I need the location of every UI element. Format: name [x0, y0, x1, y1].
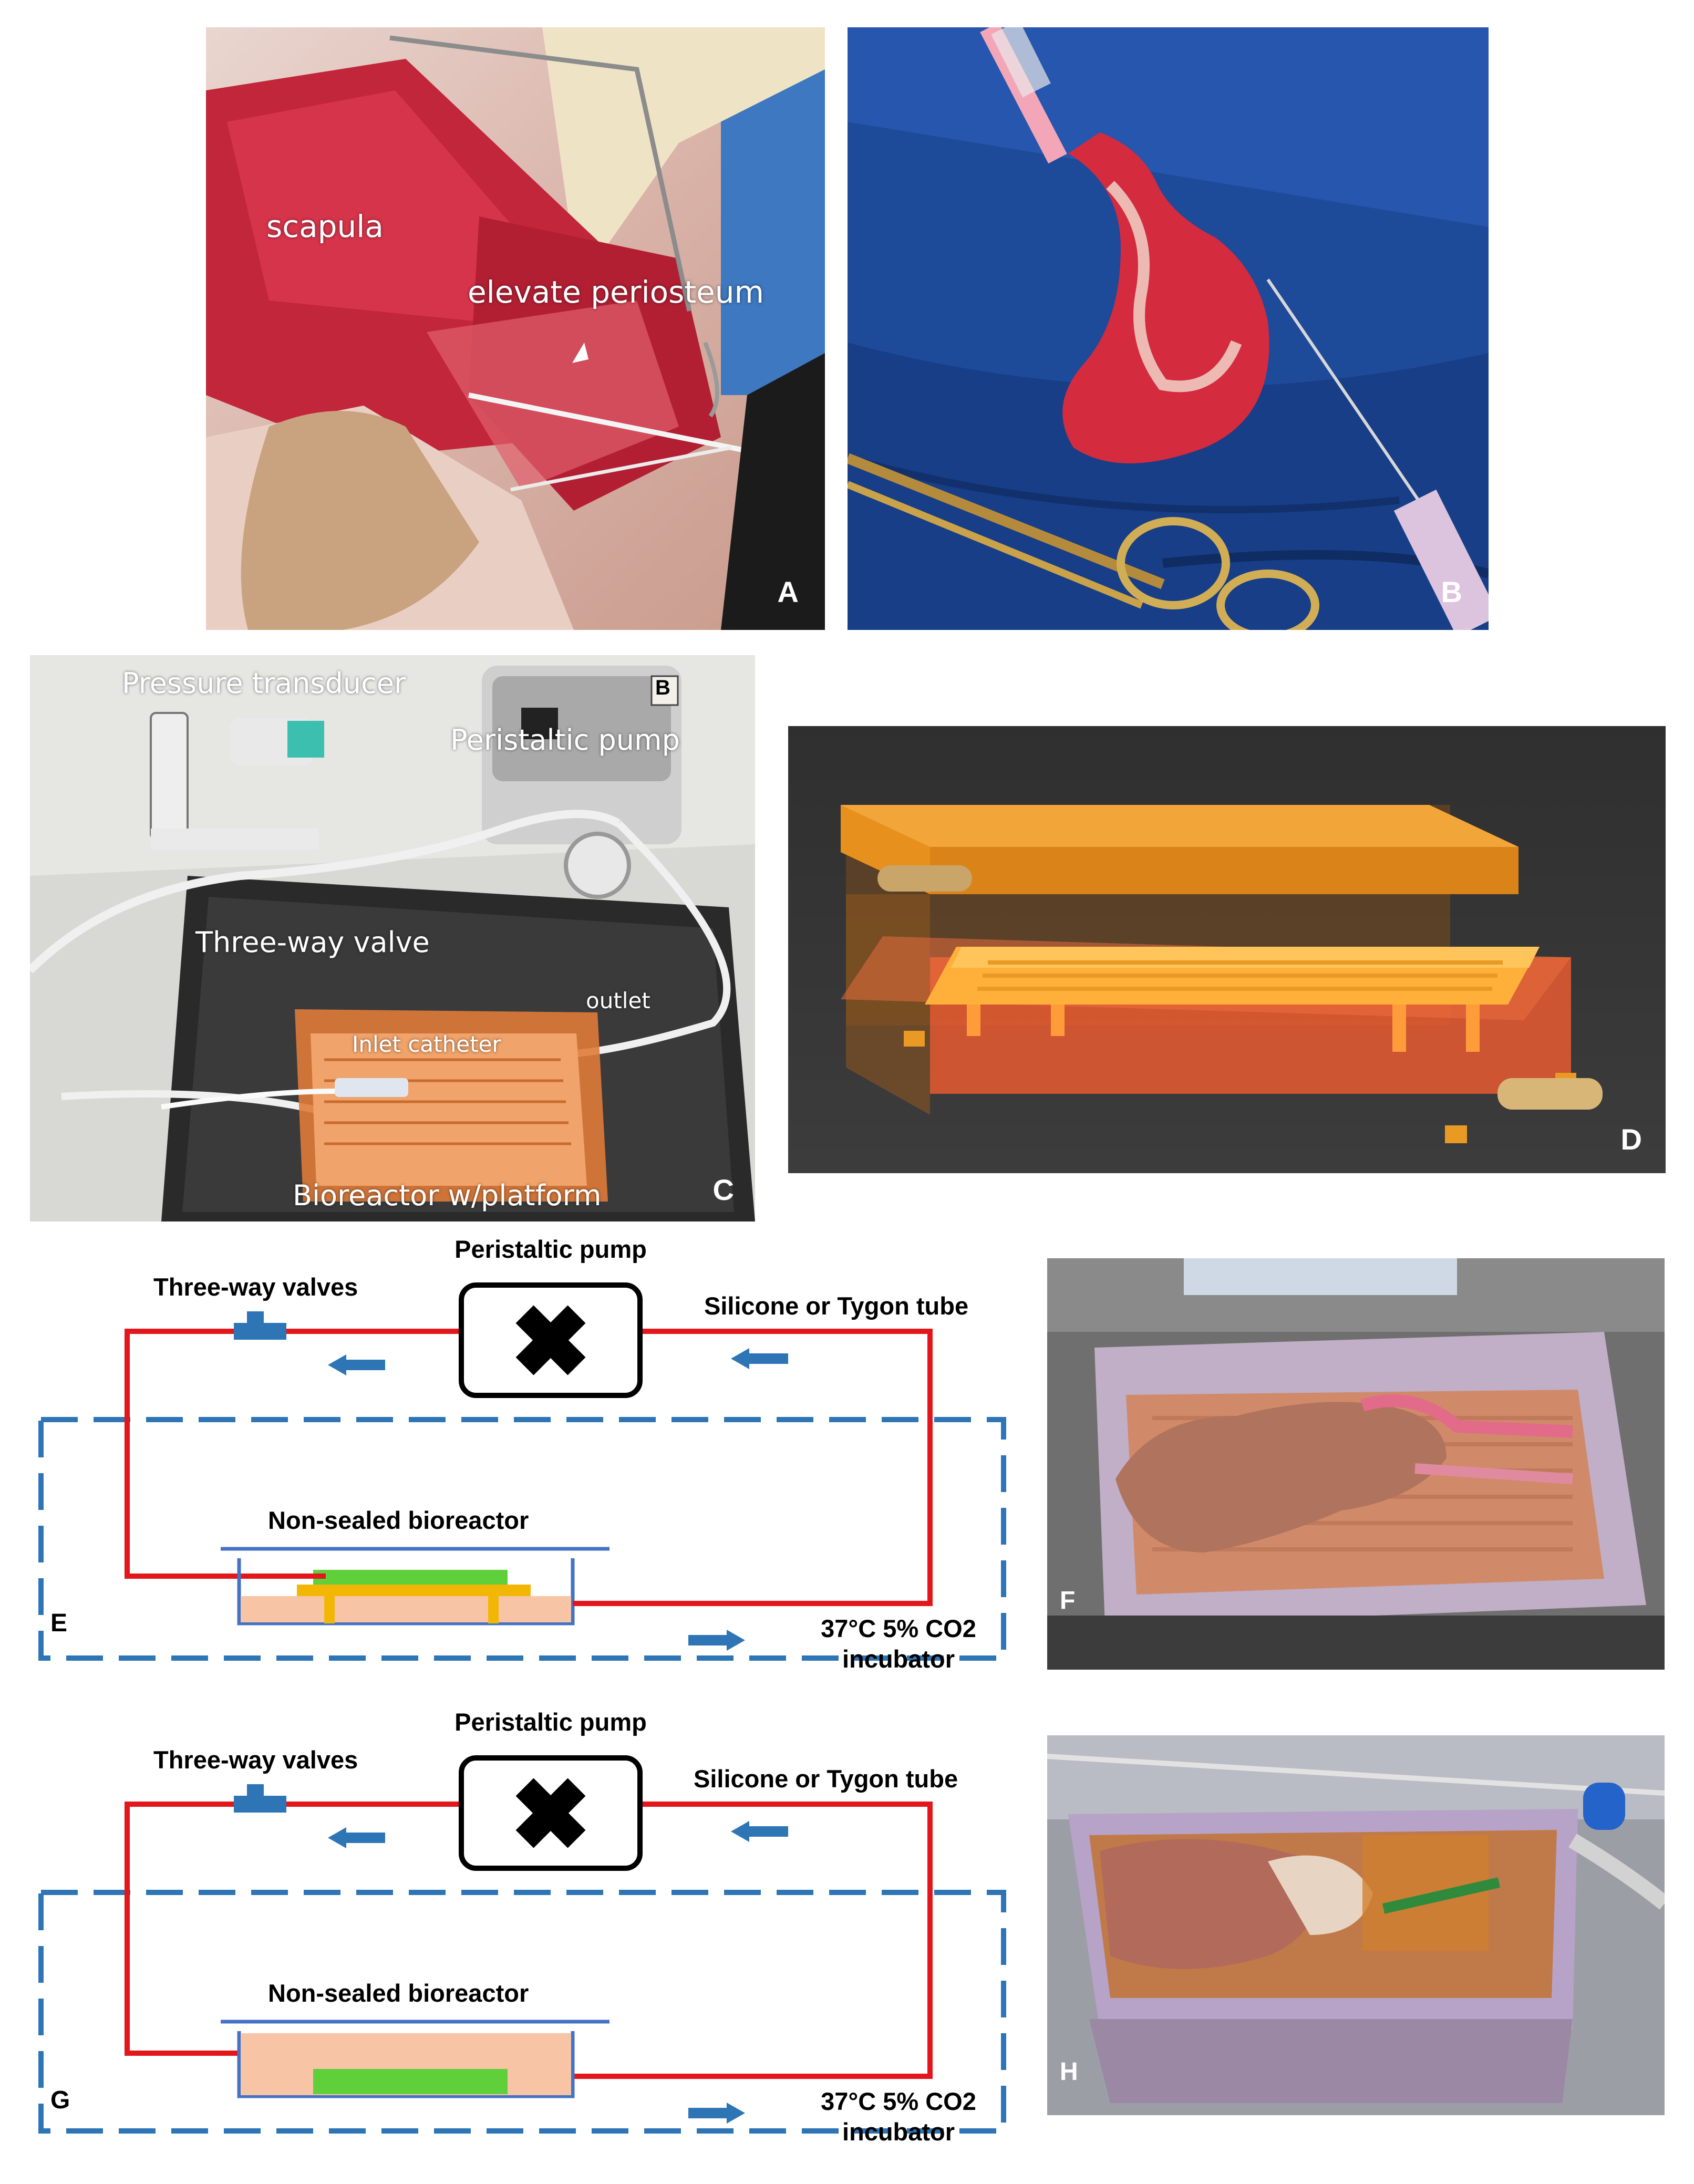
flow-arrow-incubator [688, 2103, 745, 2124]
panel-b-photo: B [848, 27, 1489, 630]
panel-f-photo: F [1047, 1258, 1665, 1670]
label-incubator-line1-e: 37°C 5% CO2 [821, 1614, 976, 1642]
panel-label-f: F [1060, 1587, 1076, 1614]
tissue-graft [313, 2069, 508, 2094]
panel-e-schematic: Peristaltic pump Three-way valves Silico… [0, 1224, 1014, 1707]
label-incubator-line1-g: 37°C 5% CO2 [821, 2087, 976, 2115]
panel-g-schematic: Peristaltic pump Three-way valves Silico… [0, 1697, 1014, 2184]
label-scapula: scapula [266, 209, 384, 244]
incubator-boundary [38, 1890, 1006, 2134]
label-tube-g: Silicone or Tygon tube [694, 1765, 958, 1793]
label-incubator-line2-e: incubator [842, 1645, 955, 1673]
flow-arrow-right-top [731, 1348, 788, 1369]
bioreactor-photo-f [1047, 1258, 1665, 1670]
bioreactor-photo-h [1047, 1735, 1665, 2115]
bioreactor-vessel [237, 1558, 575, 1626]
tissue-graft [313, 1570, 508, 1585]
panel-d-render: D [788, 726, 1666, 1173]
label-three-way-valves-e: Three-way valves [153, 1273, 358, 1301]
bioreactor-3d-render [788, 726, 1666, 1173]
label-tube-e: Silicone or Tygon tube [704, 1292, 969, 1320]
label-pressure-transducer: Pressure transducer [122, 667, 406, 700]
label-peristaltic-pump: Peristaltic pump [450, 723, 680, 757]
circuit-schematic-g [38, 1755, 1006, 2134]
panel-label-e: E [50, 1609, 68, 1637]
label-inlet-catheter: Inlet catheter [352, 1031, 501, 1057]
flow-arrow-left [328, 1354, 385, 1375]
panel-c-photo: Pressure transducer Peristaltic pump B T… [30, 655, 755, 1222]
tissue-photo-b [848, 27, 1489, 630]
label-three-way-valve: Three-way valve [195, 926, 430, 959]
pump-x-symbol [515, 1778, 586, 1848]
incubator-boundary [38, 1417, 1006, 1661]
label-bioreactor-g: Non-sealed bioreactor [268, 1979, 529, 2007]
label-peristaltic-pump-g: Peristaltic pump [455, 1708, 647, 1736]
label-pump-tag: B [655, 676, 670, 699]
platform [297, 1585, 531, 1596]
circuit-schematic-e [38, 1282, 1006, 1661]
panel-a-photo: scapula elevate periosteum A [206, 27, 825, 630]
setup-photo-c [30, 655, 755, 1222]
panel-label-d: D [1620, 1123, 1642, 1156]
panel-label-g: G [50, 2086, 70, 2114]
label-incubator-line2-g: incubator [842, 2118, 955, 2146]
label-outlet: outlet [586, 988, 650, 1013]
panel-h-photo: H [1047, 1735, 1665, 2115]
label-peristaltic-pump-e: Peristaltic pump [455, 1235, 647, 1263]
panel-label-c: C [712, 1173, 734, 1206]
bioreactor-vessel [237, 2031, 575, 2098]
label-bioreactor-e: Non-sealed bioreactor [268, 1506, 529, 1534]
flow-arrow-right-top [731, 1821, 788, 1842]
three-way-valve [234, 1784, 286, 1813]
tube-circuit [573, 1329, 933, 1606]
label-bioreactor-platform: Bioreactor w/platform [293, 1179, 602, 1212]
surgery-photo-a [206, 27, 825, 630]
tube-circuit [573, 1802, 933, 2079]
three-way-valve [234, 1311, 286, 1340]
panel-label-a: A [777, 575, 799, 608]
flow-arrow-incubator [688, 1630, 745, 1651]
label-elevate-periosteum: elevate periosteum [468, 274, 765, 310]
panel-label-h: H [1060, 2058, 1078, 2086]
medium-layer [241, 1596, 571, 1622]
panel-label-b: B [1441, 575, 1462, 608]
flow-arrow-left [328, 1827, 385, 1848]
label-three-way-valves-g: Three-way valves [153, 1746, 358, 1774]
pump-x-symbol [515, 1305, 586, 1375]
